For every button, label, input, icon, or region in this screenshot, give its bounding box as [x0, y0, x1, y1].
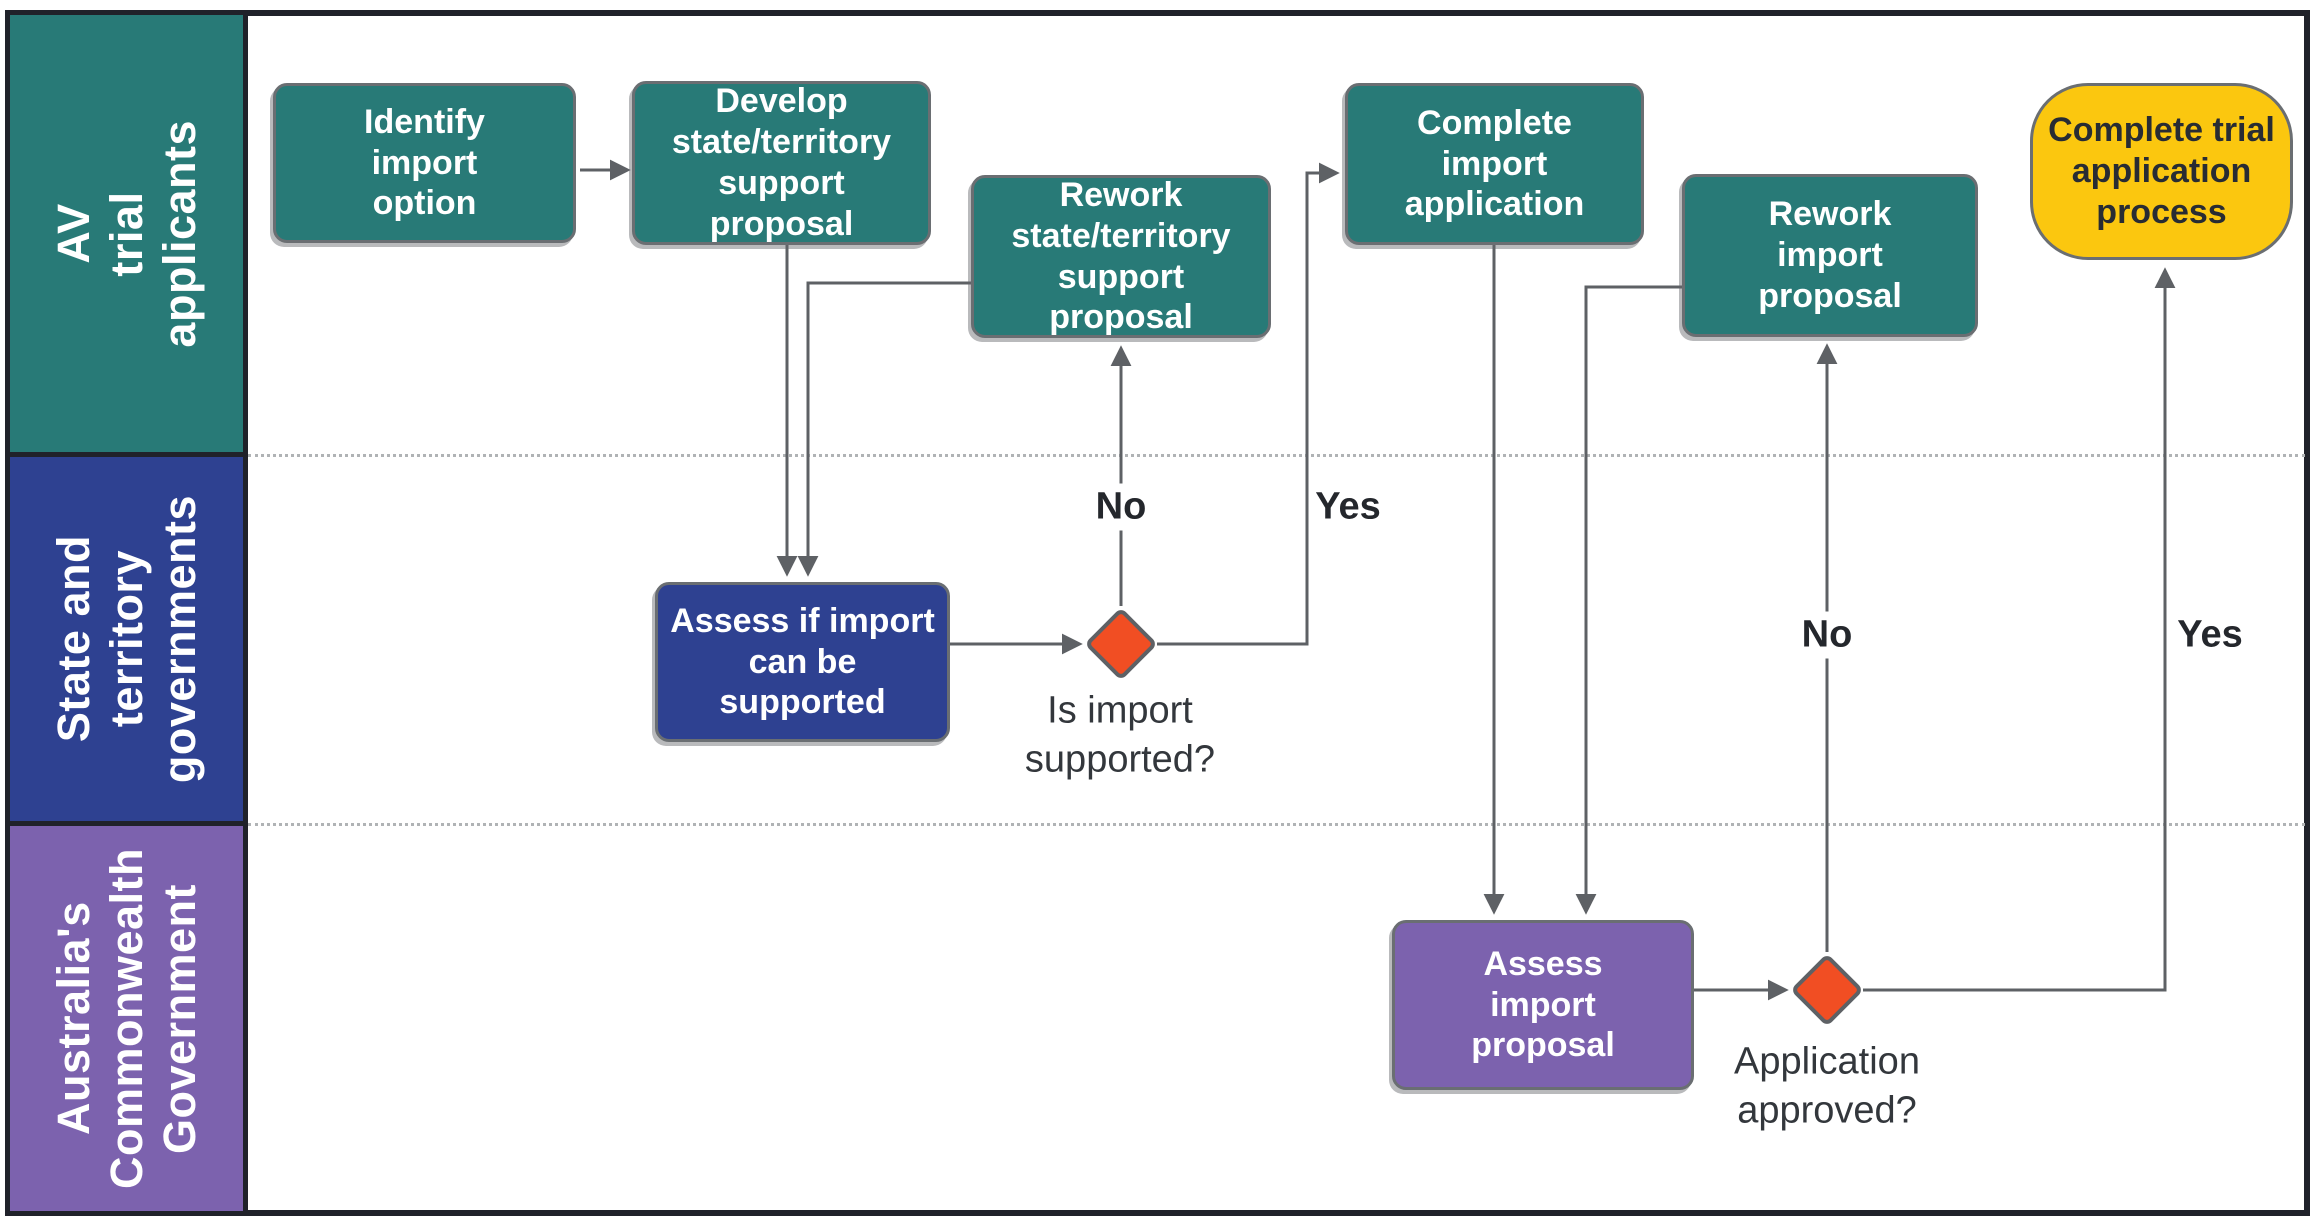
branch-label-yes-decision1: Yes: [1315, 485, 1381, 528]
edge-decision1-yes-to-complete-import: [1157, 162, 1340, 646]
branch-label-no-decision2: No: [1791, 611, 1863, 659]
lane-divider-1: [248, 454, 2305, 457]
node-complete-import-application: Complete import application: [1345, 83, 1644, 245]
edge-rework-import-to-assess-import: [1575, 285, 1682, 915]
lane-divider-2: [248, 823, 2305, 826]
decision-question-is-import-supported: Is import supported?: [1024, 689, 1216, 780]
node-complete-trial-application-process: Complete trial application process: [2030, 83, 2293, 260]
edge-decision2-yes-to-complete-trial: [1863, 267, 2176, 992]
decision-question-application-approved: Application approved?: [1734, 1040, 1920, 1131]
node-rework-support-proposal: Rework state/territory support proposal: [971, 175, 1271, 338]
branch-label-yes-decision2: Yes: [2177, 613, 2243, 656]
branch-label-no-decision1: No: [1085, 483, 1157, 531]
node-identify-import-option: Identify import option: [273, 83, 576, 243]
node-rework-import-proposal: Rework import proposal: [1682, 174, 1978, 337]
node-develop-support-proposal: Develop state/territory support proposal: [632, 81, 931, 245]
edge-rework-support-to-assess-support: [797, 281, 973, 577]
node-assess-import-proposal: Assess import proposal: [1392, 920, 1694, 1090]
lane-header-commonwealth-government: Australia's Commonwealth Government: [5, 821, 248, 1216]
node-assess-if-import-supported: Assess if import can be supported: [655, 582, 950, 742]
lane-header-av-trial-applicants: AV trial applicants: [5, 10, 248, 457]
